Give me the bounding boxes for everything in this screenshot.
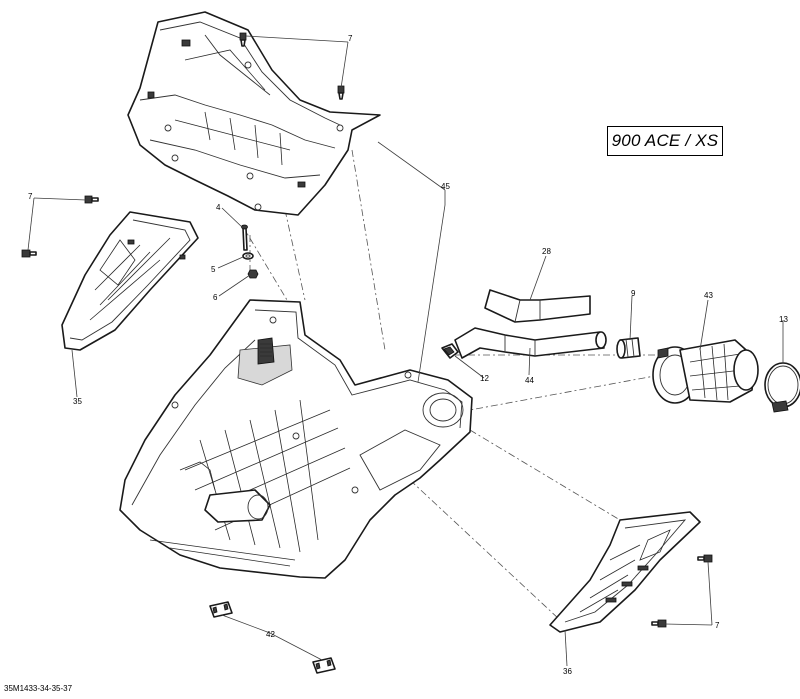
screw-left-a [84, 195, 99, 204]
callout-43: 43 [704, 291, 713, 300]
screw-top-b [337, 85, 345, 100]
callout-7-right: 7 [715, 621, 720, 630]
callout-7-left: 7 [28, 192, 33, 201]
screw-right-a [697, 554, 713, 563]
model-label: 900 ACE / XS [611, 131, 719, 150]
screw-top-a [239, 32, 247, 47]
callout-7-top: 7 [348, 34, 353, 43]
screw-left-b [21, 249, 37, 258]
part-42-pads [209, 601, 336, 674]
callout-35: 35 [73, 397, 82, 406]
part-7-screws [21, 32, 713, 628]
model-label-box: 900 ACE / XS [607, 126, 723, 156]
callout-28: 28 [542, 247, 551, 256]
callout-44: 44 [525, 376, 534, 385]
callout-42: 42 [266, 630, 275, 639]
callout-labels: 7 7 7 4 5 6 45 28 9 43 13 12 44 35 42 36 [28, 34, 788, 676]
screw-right-b [651, 619, 667, 628]
callout-4: 4 [216, 203, 221, 212]
part-43-silencer [652, 339, 759, 404]
leader-lines [27, 35, 784, 667]
part-45-upper-cover [127, 11, 381, 216]
part-28-hose [484, 289, 591, 323]
callout-13: 13 [779, 315, 788, 324]
callout-6: 6 [213, 293, 218, 302]
part-36-right-grille [549, 511, 701, 633]
part-44-hose [454, 327, 607, 359]
part-35-left-grille [61, 211, 199, 351]
callout-12: 12 [480, 374, 489, 383]
part-9-fitting [616, 337, 641, 359]
callout-36: 36 [563, 667, 572, 676]
callout-9: 9 [631, 289, 636, 298]
callout-45: 45 [441, 182, 450, 191]
reference-code: 35M1433-34-35-37 [4, 684, 73, 693]
main-airbox-housing [119, 299, 473, 579]
part-13-clamp [764, 362, 800, 413]
part-12-clip [441, 343, 459, 359]
callout-5: 5 [211, 265, 216, 274]
